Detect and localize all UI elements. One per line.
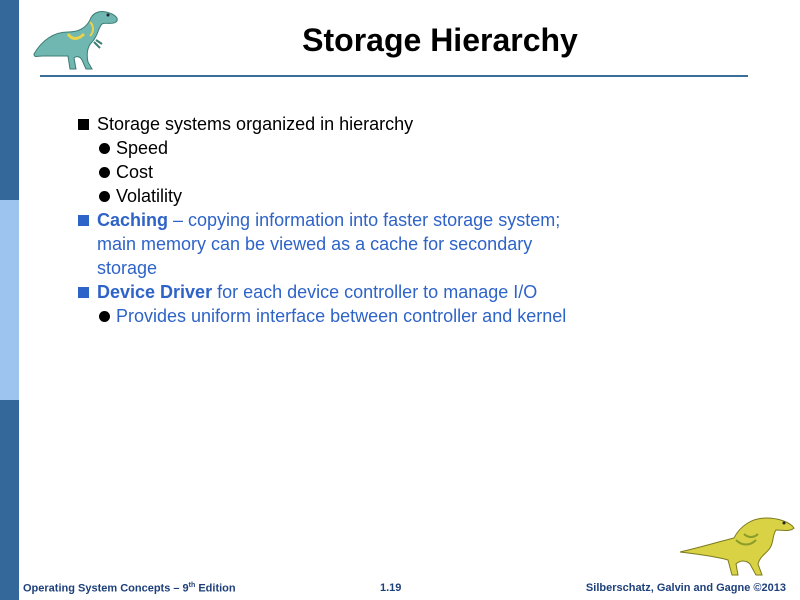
title-divider	[40, 75, 748, 77]
list-item: Storage systems organized in hierarchy	[78, 112, 768, 136]
bullet-keyword: Caching	[97, 210, 169, 230]
square-bullet-icon	[78, 119, 89, 130]
bullet-list: Storage systems organized in hierarchy S…	[78, 112, 768, 328]
footer-title-text: Operating System Concepts – 9	[23, 582, 189, 595]
bullet-keyword: Device Driver	[97, 282, 213, 302]
dinosaur-logo-icon	[33, 11, 118, 70]
dinosaur-corner-icon	[679, 517, 795, 576]
list-item: Device Driver for each device controller…	[78, 280, 768, 304]
square-bullet-icon	[78, 215, 89, 226]
bullet-text: main memory can be viewed as a cache for…	[97, 234, 533, 254]
sidebar-band-middle	[0, 200, 19, 400]
bullet-text: Speed	[116, 138, 169, 158]
round-bullet-icon	[99, 311, 110, 322]
bullet-text: – copying information into faster storag…	[168, 210, 561, 230]
bullet-text: Volatility	[116, 186, 183, 206]
round-bullet-icon	[99, 191, 110, 202]
bullet-text: for each device controller to manage I/O	[212, 282, 538, 302]
round-bullet-icon	[99, 167, 110, 178]
bullet-text: Storage systems organized in hierarchy	[97, 114, 414, 134]
footer-title-sup: th	[188, 582, 196, 589]
list-item: Provides uniform interface between contr…	[78, 304, 768, 328]
list-item: Speed	[78, 136, 768, 160]
bullet-text: storage	[97, 258, 158, 278]
list-item-continuation: storage	[78, 256, 768, 280]
round-bullet-icon	[99, 143, 110, 154]
bullet-text: Provides uniform interface between contr…	[116, 306, 567, 326]
sidebar-band-top	[0, 0, 19, 200]
sidebar-band-bottom	[0, 400, 19, 600]
list-item: Volatility	[78, 184, 768, 208]
page-title: Storage Hierarchy	[302, 22, 578, 58]
bullet-text: Cost	[116, 162, 154, 182]
list-item: Caching – copying information into faste…	[78, 208, 768, 232]
list-item-continuation: main memory can be viewed as a cache for…	[78, 232, 768, 256]
footer-authors: Silberschatz, Galvin and Gagne ©2013	[585, 582, 786, 594]
list-item: Cost	[78, 160, 768, 184]
footer-book-title: Operating System Concepts – 9th Edition	[23, 582, 236, 595]
footer-title-suffix: Edition	[195, 582, 236, 595]
square-bullet-icon	[78, 287, 89, 298]
footer-page-number: 1.19	[380, 582, 402, 594]
